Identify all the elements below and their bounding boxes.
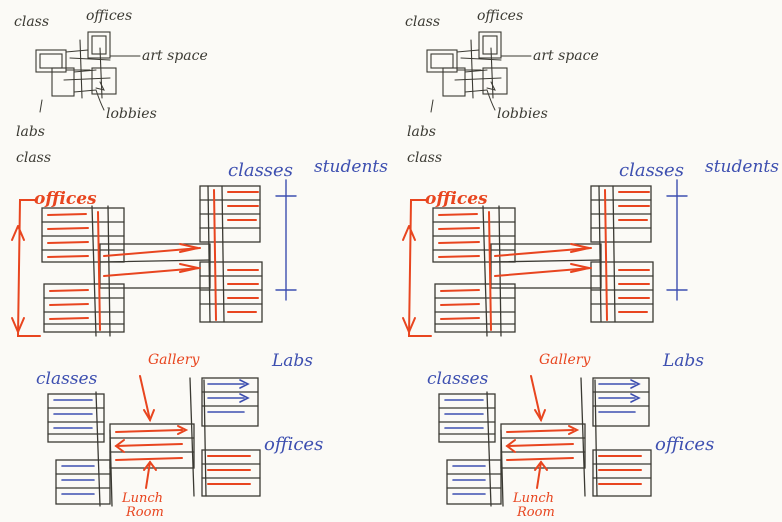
label-lobbies: lobbies [106, 106, 157, 122]
plan-sketch-1-copy [426, 31, 508, 99]
label-offices-copy: offices [477, 8, 523, 24]
plan-sketch-3 [47, 377, 261, 507]
dimension-line-blue-copy [666, 179, 688, 301]
label-offices: offices [86, 8, 132, 24]
arrows-sketch-1 [39, 55, 141, 113]
label-offices-blue-copy: offices [655, 434, 714, 455]
label-labs: labs [16, 124, 45, 140]
circulation-red-sketch-3 [114, 375, 251, 489]
label-room: Room [125, 505, 164, 520]
label-labs: Labs [271, 351, 313, 371]
circulation-sketch-2 [11, 189, 259, 337]
label-labs-copy-2: Labs [662, 351, 704, 371]
plan-sketch-2-copy [432, 185, 654, 337]
plan-sketch-2 [41, 185, 263, 337]
label-classes-copy: classes [427, 369, 489, 389]
sketch-panel-right: class offices art space lobbies labs cla… [391, 0, 782, 522]
circulation-red-sketch-3-copy [505, 375, 642, 489]
sketch-drawing-left: class offices art space lobbies labs cla… [11, 8, 388, 520]
label-lunch-copy: Lunch [512, 491, 554, 506]
sketch-drawing-right: class offices art space lobbies labs cla… [402, 8, 779, 520]
label-class-copy: class [405, 14, 440, 30]
circulation-blue-sketch-3-copy [444, 379, 641, 495]
label-classes-blue-copy: classes [619, 160, 684, 181]
label-offices-blue: offices [264, 434, 323, 455]
label-offices-red-copy: offices [425, 189, 488, 209]
circulation-blue-sketch-3 [53, 379, 250, 495]
plan-sketch-1 [35, 31, 117, 99]
label-class: class [14, 14, 49, 30]
circulation-sketch-2-copy [402, 189, 650, 337]
label-students-blue-copy: students [705, 157, 779, 177]
label-class-2-copy: class [407, 150, 442, 166]
label-labs-copy: labs [407, 124, 436, 140]
sketch-panel-left: class offices art space lobbies labs cla… [11, 8, 388, 520]
label-students-blue: students [314, 157, 388, 177]
label-gallery-copy: Gallery [539, 352, 591, 368]
label-lunch: Lunch [121, 491, 163, 506]
label-classes-blue: classes [228, 160, 293, 181]
label-classes: classes [36, 369, 98, 389]
label-offices-red: offices [34, 189, 97, 209]
label-class-2: class [16, 150, 51, 166]
label-room-copy: Room [516, 505, 555, 520]
label-gallery: Gallery [148, 352, 200, 368]
arrows-sketch-1-copy [430, 55, 532, 113]
label-art-space-copy: art space [533, 48, 599, 64]
dimension-line-blue [275, 179, 297, 301]
label-lobbies-copy: lobbies [497, 106, 548, 122]
label-art-space: art space [142, 48, 208, 64]
